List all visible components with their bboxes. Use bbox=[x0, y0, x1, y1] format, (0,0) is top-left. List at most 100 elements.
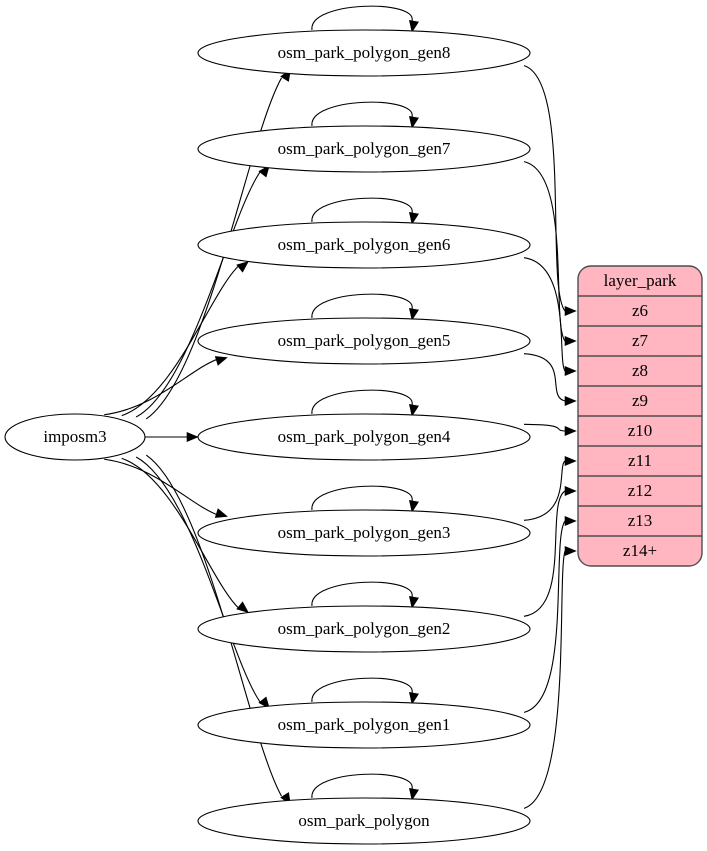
table-row-label: z13 bbox=[628, 511, 653, 530]
table-row-label: z9 bbox=[632, 391, 648, 410]
table-row-z6[interactable]: z6 bbox=[578, 296, 702, 326]
arrow-head-icon bbox=[408, 19, 419, 33]
table-row-label: z6 bbox=[632, 301, 648, 320]
self-loop-osm_park_polygon_gen2 bbox=[311, 581, 413, 607]
arrow-head-icon bbox=[236, 261, 249, 273]
arrow-head-icon bbox=[408, 691, 419, 705]
node-label: osm_park_polygon bbox=[298, 811, 430, 830]
table-row-z13[interactable]: z13 bbox=[578, 506, 702, 536]
arrow-head-icon bbox=[564, 365, 577, 377]
edge-osm_park_polygon_gen4-to-z10 bbox=[523, 423, 566, 432]
arrow-head-icon bbox=[564, 395, 577, 407]
node-ellipse bbox=[197, 413, 531, 461]
arrow-head-icon bbox=[408, 115, 419, 129]
arrow-head-icon bbox=[186, 431, 199, 443]
edge-imposm3-to-osm_park_polygon_gen3 bbox=[104, 458, 219, 516]
node-label: osm_park_polygon_gen6 bbox=[278, 235, 451, 254]
source-node-label: imposm3 bbox=[43, 427, 106, 446]
arrow-head-icon bbox=[258, 696, 270, 710]
node-ellipse bbox=[197, 221, 531, 269]
edge-osm_park_polygon_gen5-to-z9 bbox=[523, 353, 566, 402]
table-row-z9[interactable]: z9 bbox=[578, 386, 702, 416]
table-row-label: z11 bbox=[628, 451, 652, 470]
table-row-z7[interactable]: z7 bbox=[578, 326, 702, 356]
nodes-layer: osm_park_polygon_gen8 osm_park_polygon_ge… bbox=[4, 29, 531, 845]
arrow-head-icon bbox=[564, 425, 577, 437]
self-loop-osm_park_polygon_gen8 bbox=[311, 5, 413, 31]
edge-imposm3-to-osm_park_polygon_gen5 bbox=[104, 358, 219, 416]
arrow-head-icon bbox=[408, 499, 419, 513]
node-ellipse bbox=[197, 509, 531, 557]
node-ellipse bbox=[197, 317, 531, 365]
edge-osm_park_polygon_gen2-to-z12 bbox=[523, 490, 566, 617]
node-imposm3[interactable]: imposm3 bbox=[4, 413, 146, 461]
table-row-z11[interactable]: z11 bbox=[578, 446, 702, 476]
self-loops-layer bbox=[311, 5, 419, 801]
edge-imposm3-to-osm_park_polygon_gen1 bbox=[135, 456, 261, 703]
arrow-head-icon bbox=[408, 211, 419, 225]
table-row-z12[interactable]: z12 bbox=[578, 476, 702, 506]
edge-osm_park_polygon_gen7-to-z7 bbox=[523, 161, 566, 342]
arrow-head-icon bbox=[564, 515, 577, 527]
arrow-head-icon bbox=[214, 508, 228, 518]
node-osm_park_polygon_gen2[interactable]: osm_park_polygon_gen2 bbox=[197, 605, 531, 653]
node-label: osm_park_polygon_gen1 bbox=[278, 715, 451, 734]
node-osm_park_polygon_gen4[interactable]: osm_park_polygon_gen4 bbox=[197, 413, 531, 461]
table-row-label: z12 bbox=[628, 481, 653, 500]
arrow-head-icon bbox=[564, 485, 577, 497]
self-loop-osm_park_polygon_gen4 bbox=[311, 389, 413, 415]
self-loop-osm_park_polygon_gen3 bbox=[311, 485, 413, 511]
edge-imposm3-to-osm_park_polygon_gen6 bbox=[121, 264, 240, 417]
edge-osm_park_polygon-to-z14+ bbox=[523, 550, 566, 809]
arrow-head-icon bbox=[564, 455, 577, 467]
edge-osm_park_polygon_gen1-to-z13 bbox=[523, 520, 566, 713]
self-loop-osm_park_polygon_gen7 bbox=[311, 101, 413, 127]
arrow-head-icon bbox=[408, 595, 419, 609]
arrow-head-icon bbox=[564, 335, 577, 347]
edge-osm_park_polygon_gen6-to-z8 bbox=[523, 257, 566, 372]
node-osm_park_polygon_gen8[interactable]: osm_park_polygon_gen8 bbox=[197, 29, 531, 77]
table-row-z14+[interactable]: z14+ bbox=[578, 536, 702, 566]
node-ellipse bbox=[197, 605, 531, 653]
self-loop-osm_park_polygon_gen6 bbox=[311, 197, 413, 223]
arrow-head-icon bbox=[408, 307, 419, 321]
arrow-head-icon bbox=[564, 545, 577, 557]
node-label: osm_park_polygon_gen5 bbox=[278, 331, 451, 350]
node-osm_park_polygon[interactable]: osm_park_polygon bbox=[197, 797, 531, 845]
arrow-head-icon bbox=[408, 403, 419, 417]
node-ellipse bbox=[4, 413, 146, 461]
arrow-head-icon bbox=[408, 787, 419, 801]
node-label: osm_park_polygon_gen4 bbox=[278, 427, 451, 446]
edge-osm_park_polygon_gen3-to-z11 bbox=[523, 460, 566, 521]
self-loop-osm_park_polygon bbox=[311, 773, 413, 799]
arrow-head-icon bbox=[214, 356, 228, 366]
table-row-z8[interactable]: z8 bbox=[578, 356, 702, 386]
node-osm_park_polygon_gen6[interactable]: osm_park_polygon_gen6 bbox=[197, 221, 531, 269]
node-label: osm_park_polygon_gen8 bbox=[278, 43, 451, 62]
table-row-z10[interactable]: z10 bbox=[578, 416, 702, 446]
edge-imposm3-to-osm_park_polygon_gen7 bbox=[135, 171, 261, 418]
arrow-head-icon bbox=[236, 601, 249, 613]
node-label: osm_park_polygon_gen3 bbox=[278, 523, 451, 542]
layer-park-table[interactable]: layer_park z6 z7 z8 z9 z10 z11 z12 z13 z14+ bbox=[577, 265, 703, 567]
table-row-label: z7 bbox=[632, 331, 649, 350]
node-label: osm_park_polygon_gen2 bbox=[278, 619, 451, 638]
node-osm_park_polygon_gen5[interactable]: osm_park_polygon_gen5 bbox=[197, 317, 531, 365]
node-ellipse bbox=[197, 701, 531, 749]
node-osm_park_polygon_gen3[interactable]: osm_park_polygon_gen3 bbox=[197, 509, 531, 557]
node-ellipse bbox=[197, 797, 531, 845]
table-row-label: z8 bbox=[632, 361, 648, 380]
self-loop-osm_park_polygon_gen5 bbox=[311, 293, 413, 319]
edges-layer bbox=[104, 65, 577, 809]
table-row-label: z14+ bbox=[623, 541, 657, 560]
table-row-label: z10 bbox=[628, 421, 653, 440]
node-osm_park_polygon_gen1[interactable]: osm_park_polygon_gen1 bbox=[197, 701, 531, 749]
node-ellipse bbox=[197, 29, 531, 77]
arrow-head-icon bbox=[258, 164, 270, 178]
node-ellipse bbox=[197, 125, 531, 173]
node-osm_park_polygon_gen7[interactable]: osm_park_polygon_gen7 bbox=[197, 125, 531, 173]
self-loop-osm_park_polygon_gen1 bbox=[311, 677, 413, 703]
table-header-label: layer_park bbox=[604, 271, 677, 290]
